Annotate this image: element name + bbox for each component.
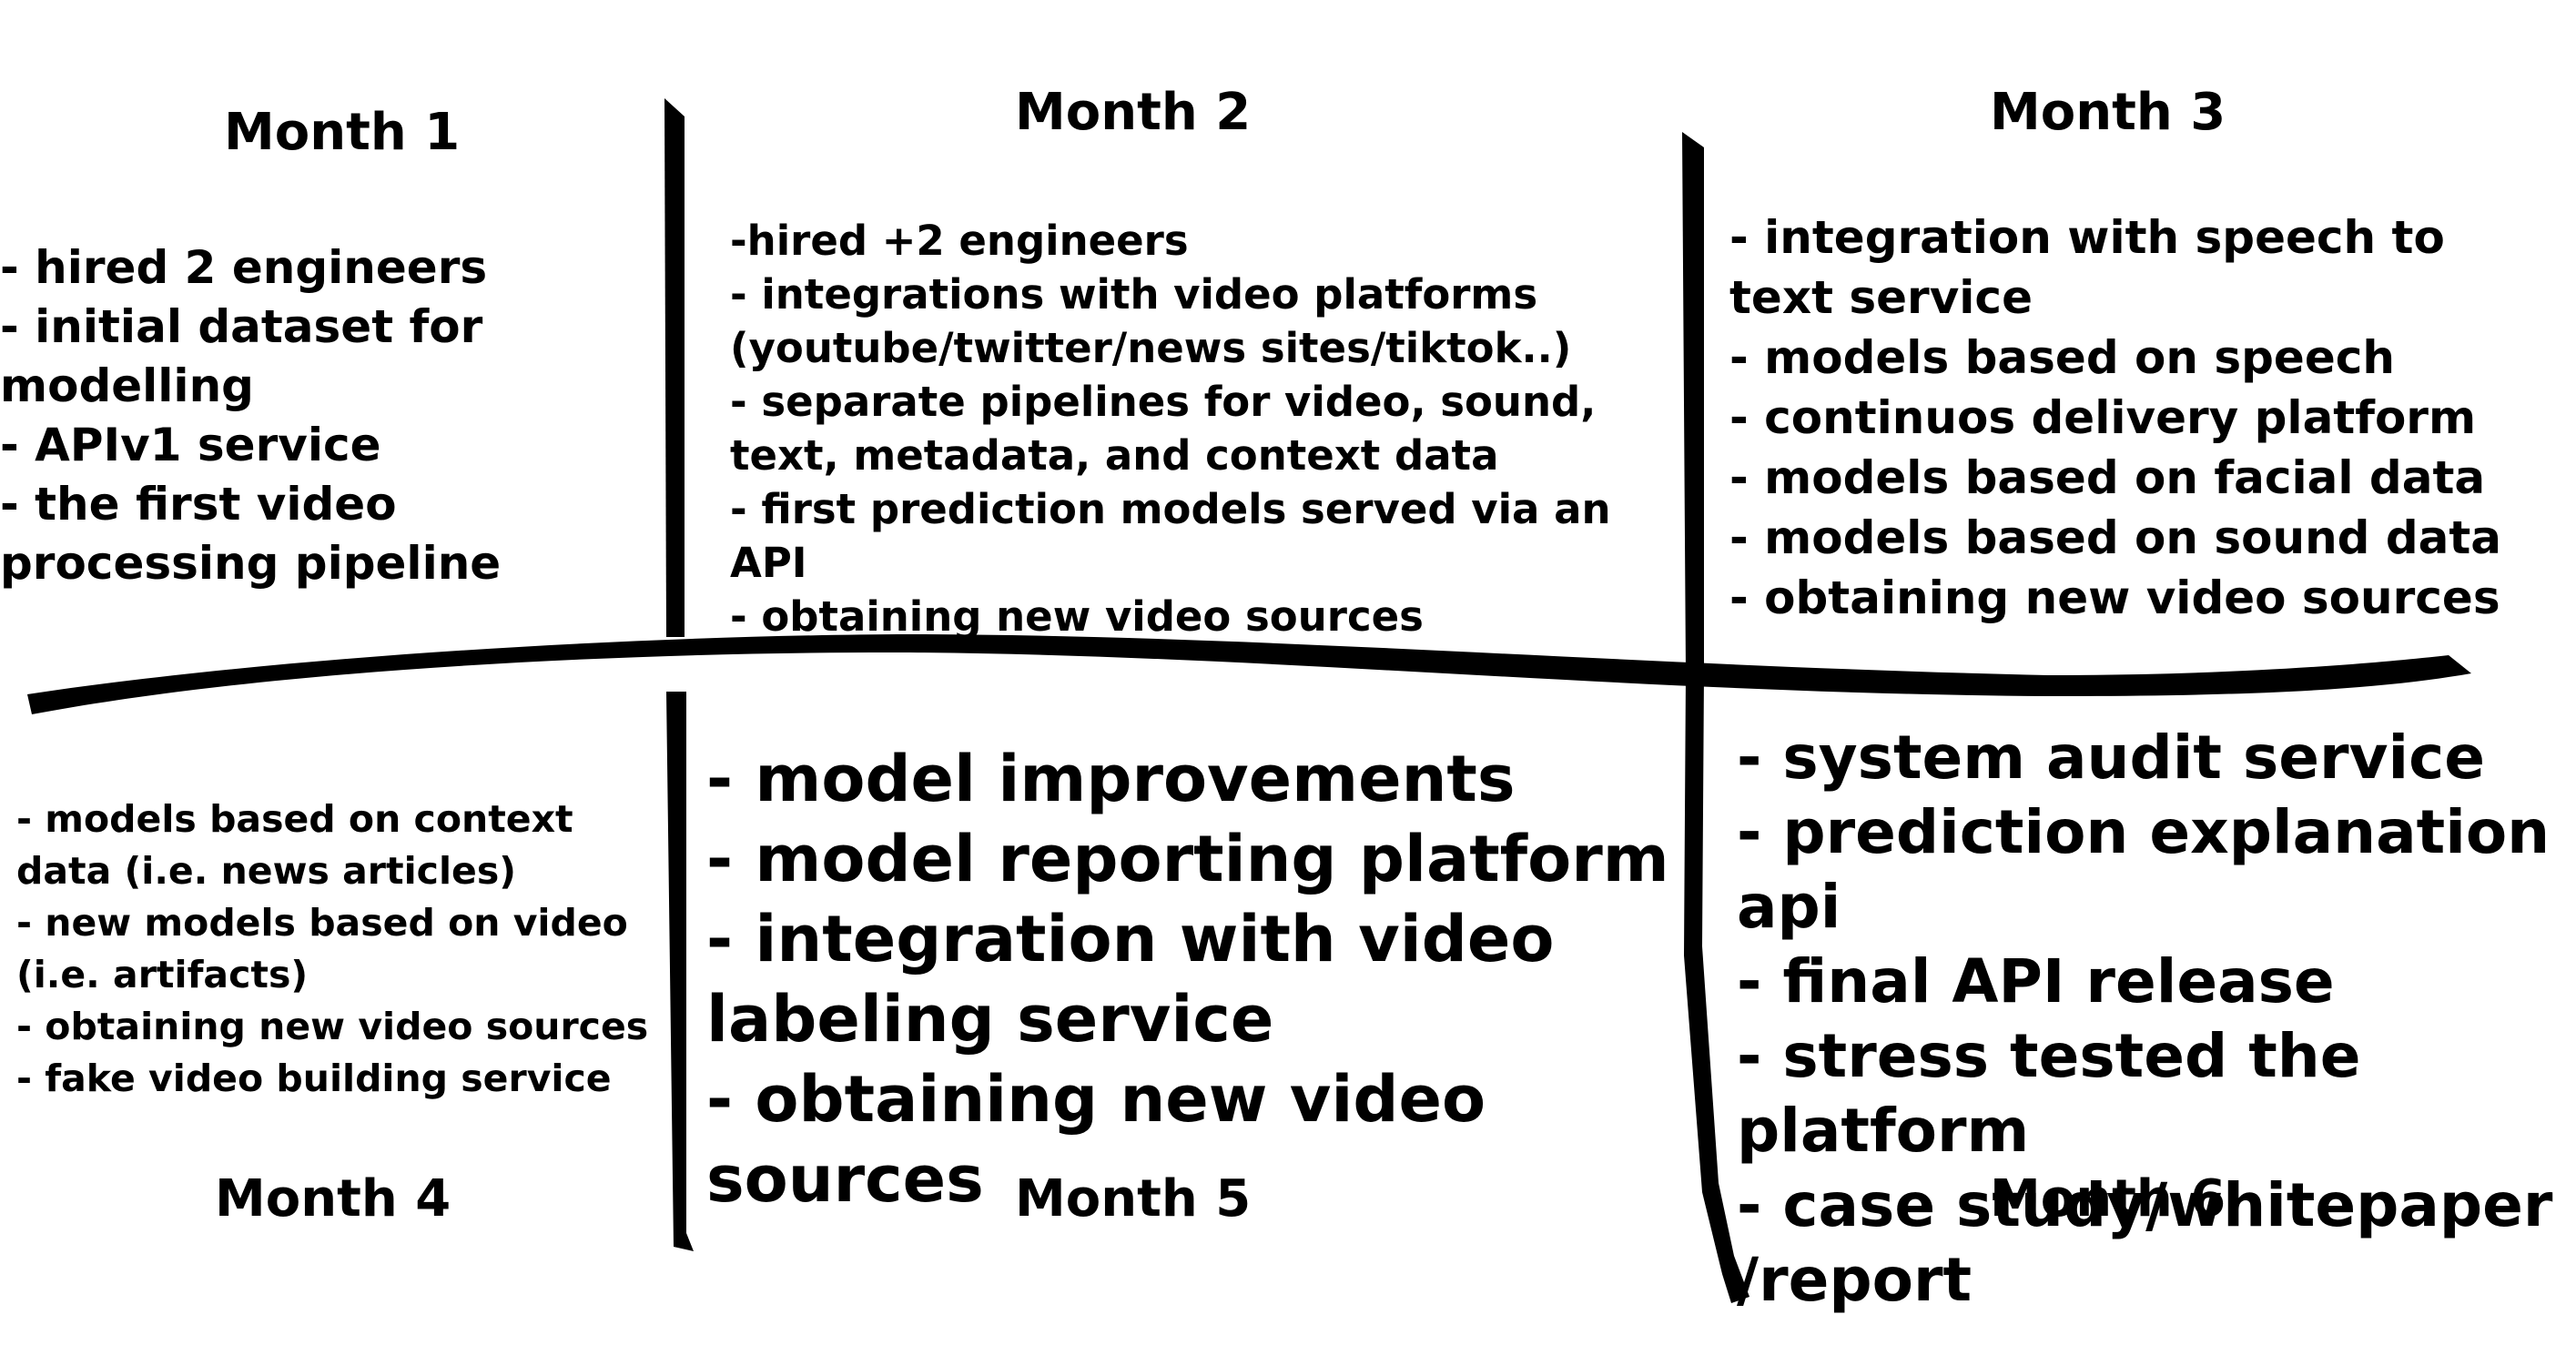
list-item: - fake video building service — [16, 1057, 612, 1100]
list-item: - model improvements — [706, 742, 1516, 816]
month-6-list: - system audit service - prediction expl… — [1737, 721, 2561, 1318]
month-5-title: Month 5 — [1015, 1169, 1252, 1229]
list-item: - continuos delivery platform — [1729, 391, 2477, 444]
month-2-list: -hired +2 engineers - integrations with … — [730, 214, 1658, 643]
list-item: - new models based on video (i.e. artifa… — [16, 901, 628, 996]
list-item: - models based on facial data — [1729, 451, 2486, 504]
list-item: - integration with speech to text servic… — [1729, 211, 2445, 324]
month-1-list: - hired 2 engineers - initial dataset fo… — [0, 238, 637, 593]
list-item: - the first video processing pipeline — [0, 478, 502, 590]
list-item: - APIv1 service — [0, 419, 381, 471]
month-1-title: Month 1 — [224, 103, 461, 162]
vertical-divider-right — [1682, 132, 1749, 1303]
list-item: - integration with video labeling servic… — [706, 902, 1555, 1057]
list-item: - case study/whitepaper /report — [1737, 1170, 2553, 1315]
list-item: - model reporting platform — [706, 822, 1669, 896]
list-item: - prediction explanation api — [1737, 797, 2551, 942]
month-5-list: - model improvements - model reporting p… — [706, 739, 1671, 1219]
list-item: - models based on context data (i.e. new… — [16, 797, 573, 893]
list-item: - obtaining new video sources — [706, 1062, 1486, 1217]
list-item: - integrations with video platforms (you… — [730, 270, 1572, 372]
list-item: - hired 2 engineers — [0, 241, 488, 294]
list-item: - obtaining new video sources — [1729, 571, 2500, 624]
list-item: - obtaining new video sources — [730, 592, 1424, 641]
month-4-list: - models based on context data (i.e. new… — [16, 794, 654, 1105]
month-2-title: Month 2 — [1015, 83, 1252, 142]
list-item: - first prediction models served via an … — [730, 485, 1611, 587]
list-item: - separate pipelines for video, sound, t… — [730, 378, 1597, 480]
vertical-divider-upper-left — [664, 98, 685, 637]
list-item: - models based on sound data — [1729, 511, 2502, 564]
list-item: - initial dataset for modelling — [0, 300, 483, 412]
month-6-title: Month 6 — [1990, 1169, 2226, 1229]
month-3-title: Month 3 — [1990, 83, 2226, 142]
list-item: - models based on speech — [1729, 331, 2395, 384]
list-item: - stress tested the platform — [1737, 1021, 2361, 1166]
list-item: - obtaining new video sources — [16, 1005, 649, 1048]
list-item: - system audit service — [1737, 723, 2486, 793]
month-3-list: - integration with speech to text servic… — [1729, 207, 2558, 628]
horizontal-divider — [27, 634, 2471, 714]
month-4-title: Month 4 — [215, 1169, 451, 1229]
list-item: -hired +2 engineers — [730, 217, 1189, 265]
list-item: - final API release — [1737, 946, 2335, 1016]
vertical-divider-lower-left — [666, 692, 694, 1251]
